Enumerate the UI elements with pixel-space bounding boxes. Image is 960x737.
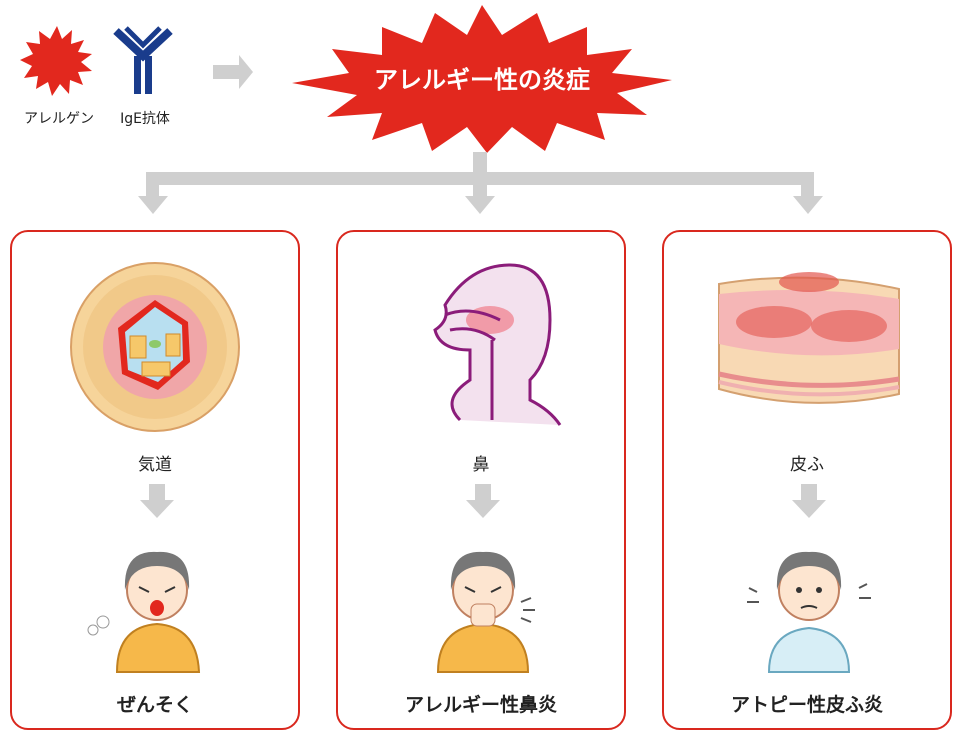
arrow-down-icon: [140, 484, 174, 518]
ige-antibody-label: IgE抗体: [120, 111, 170, 127]
distribution-arrows: [138, 152, 823, 214]
allergen-icon: [20, 26, 92, 96]
reaction-label: アレルギー性の炎症: [374, 66, 590, 94]
organ-label-nose: 鼻: [472, 455, 490, 475]
disease-label-dermatitis: アトピー性皮ふ炎: [730, 694, 883, 716]
reaction-burst: [292, 5, 672, 153]
arrow-down-icon: [792, 484, 826, 518]
ige-antibody-icon: [113, 26, 173, 94]
panel-nose: 鼻 アレルギー性鼻炎: [336, 230, 626, 730]
disease-label-asthma: ぜんそく: [116, 694, 193, 716]
airway-cross-section-icon: [70, 262, 240, 432]
arrow-right-icon: [213, 55, 253, 89]
sneezing-person-icon: [436, 551, 535, 673]
organ-label-skin: 皮ふ: [790, 455, 824, 475]
arrow-down-icon: [466, 484, 500, 518]
organ-label-airway: 気道: [138, 455, 172, 475]
disease-label-rhinitis: アレルギー性鼻炎: [404, 694, 557, 716]
coughing-person-icon: [87, 551, 201, 673]
nasal-cavity-icon: [433, 263, 562, 426]
skin-layers-icon: [718, 272, 900, 404]
panel-airway: 気道 ぜんそく: [10, 230, 300, 730]
panel-skin: 皮ふ アトピー性皮ふ炎: [662, 230, 952, 730]
allergen-label: アレルゲン: [24, 111, 94, 127]
itchy-person-icon: [747, 551, 871, 673]
